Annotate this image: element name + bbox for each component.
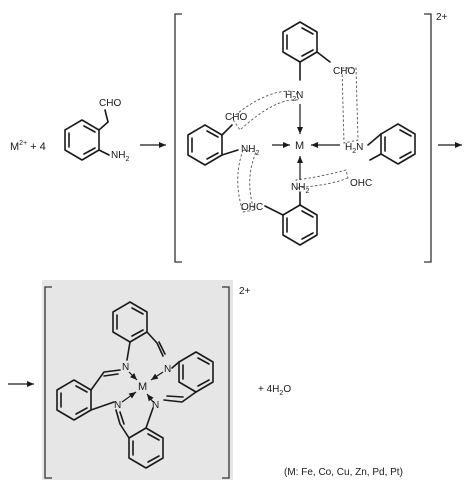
cho-bond — [104, 109, 109, 123]
reactant-nh2-label: NH2 — [111, 150, 129, 163]
bottom-ligand — [264, 191, 318, 246]
top-cho-label: CHO — [333, 66, 355, 77]
intermediate-complex: 2+ CHO H2N CHO NH2 H2N OHC — [174, 12, 448, 263]
right-ohc-label: OHC — [350, 178, 372, 189]
imine-n-top: N — [122, 362, 129, 373]
reactants-group: M2++ 4 CHO NH2 — [10, 98, 129, 163]
product-right-bracket — [222, 286, 230, 479]
imine-n-bottom: N — [152, 400, 159, 411]
imine-n-left: N — [114, 400, 121, 411]
bottom-ohc-label: OHC — [241, 202, 263, 213]
right-bracket — [424, 13, 432, 263]
intermediate-charge: 2+ — [436, 12, 448, 23]
product-complex: 2+ N N N N M — [42, 280, 251, 480]
metals-note: (M: Fe, Co, Cu, Zn, Pd, Pt) — [284, 467, 403, 478]
top-ligand — [282, 21, 331, 81]
reactant-cho-label: CHO — [99, 98, 121, 109]
product-panel — [42, 280, 233, 480]
product-left-bracket — [44, 286, 52, 479]
macrocycle-structure — [56, 301, 214, 469]
coordination-arrows — [121, 371, 164, 403]
water-byproduct: + 4H2O — [258, 384, 291, 397]
intermediate-metal-label: M — [295, 140, 304, 152]
right-ligand — [367, 123, 416, 165]
left-cho-label: CHO — [225, 112, 247, 123]
left-ligand — [187, 124, 239, 166]
product-charge: 2+ — [239, 286, 251, 297]
right-nh2-label: H2N — [345, 142, 363, 155]
metal-ion-label: M2++ 4 — [10, 140, 46, 153]
left-nh2-label: NH2 — [241, 144, 259, 157]
left-bracket — [174, 13, 182, 263]
imine-n-right: N — [164, 364, 171, 375]
hydrogen-bond-interactions — [231, 67, 359, 213]
top-nh2-label: H2N — [285, 90, 303, 103]
product-metal-label: M — [138, 381, 147, 393]
aminobenzaldehyde-structure — [64, 119, 110, 161]
